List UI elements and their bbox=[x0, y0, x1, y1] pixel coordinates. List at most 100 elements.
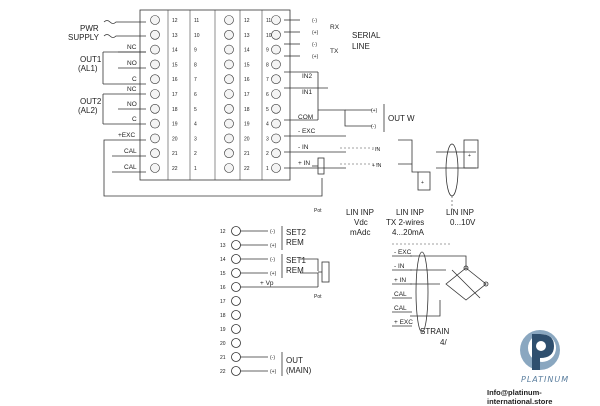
terminal-screw bbox=[271, 89, 281, 99]
lower-terminal-ring bbox=[231, 282, 241, 292]
terminal-number: 2 bbox=[266, 151, 269, 157]
terminal-number: 22 bbox=[244, 166, 250, 172]
terminal-screw bbox=[224, 104, 234, 114]
terminal-number: 18 bbox=[172, 107, 178, 113]
terminal-number: 17 bbox=[244, 92, 250, 98]
terminal-screw bbox=[150, 59, 160, 70]
terminal-screw bbox=[271, 59, 281, 70]
lower-terminal-number: 19 bbox=[220, 327, 226, 333]
terminal-screw bbox=[150, 29, 160, 40]
terminal-number: 8 bbox=[194, 62, 197, 68]
pot-label-bottom: Pot bbox=[314, 294, 322, 300]
terminal-number: 20 bbox=[244, 136, 250, 142]
svg-text:(-): (-) bbox=[371, 124, 376, 130]
pot-label-top: Pot bbox=[314, 208, 322, 214]
svg-text:(-): (-) bbox=[270, 355, 275, 361]
tx-plus: (+) bbox=[312, 54, 319, 60]
rem2-label: REM bbox=[286, 238, 304, 247]
terminal-screw bbox=[150, 44, 160, 55]
input-type-labels: LIN INP Vdc mAdc LIN INP TX 2-wires 4...… bbox=[346, 208, 476, 237]
strain-terminal-label: CAL bbox=[394, 305, 407, 312]
al1-label: (AL1) bbox=[78, 64, 98, 73]
out1-label: OUT1 bbox=[80, 55, 102, 64]
terminal-screw bbox=[224, 118, 234, 129]
no2-label: NO bbox=[127, 101, 137, 108]
cal1-label: CAL bbox=[124, 148, 137, 155]
left-wiring: PWR SUPPLY OUT1 (AL1) NC NO C OUT2 (AL2)… bbox=[68, 20, 323, 197]
lin-v-1: LIN INP bbox=[446, 208, 474, 217]
lower-terminal-ring bbox=[231, 352, 241, 362]
terminal-number: 9 bbox=[194, 48, 197, 54]
strain-terminal-label: - EXC bbox=[394, 249, 412, 256]
lin-vdc-1: LIN INP bbox=[346, 208, 374, 217]
terminal-number: 7 bbox=[194, 77, 197, 83]
terminal-number: 21 bbox=[244, 151, 250, 157]
lower-terminal-ring bbox=[231, 254, 241, 264]
serial-label: SERIAL bbox=[352, 31, 381, 40]
svg-text:+: + bbox=[468, 153, 471, 159]
right-wiring: (-) (+) RX (-) (+) TX SERIAL LINE IN2 IN… bbox=[284, 18, 479, 214]
terminal-number: 5 bbox=[194, 107, 197, 113]
strain-terminal-label: CAL bbox=[394, 291, 407, 298]
terminal-screw bbox=[224, 89, 234, 99]
svg-text:- IN: - IN bbox=[372, 147, 380, 153]
terminal-number: 16 bbox=[244, 77, 250, 83]
terminal-screw bbox=[150, 148, 160, 158]
lin-tx-3: 4...20mA bbox=[392, 228, 425, 237]
tx-label: TX bbox=[330, 48, 339, 55]
terminal-screw bbox=[150, 118, 160, 129]
c2-label: C bbox=[132, 116, 137, 123]
terminal-number: 10 bbox=[266, 33, 272, 39]
terminal-number: 3 bbox=[266, 136, 269, 142]
terminal-screw bbox=[271, 44, 281, 55]
lin-vdc-3: mAdc bbox=[350, 228, 370, 237]
terminal-screw bbox=[150, 104, 160, 114]
svg-text:(-): (-) bbox=[270, 229, 275, 235]
terminal-number: 13 bbox=[244, 33, 250, 39]
terminal-number: 4 bbox=[194, 122, 197, 128]
lower-terminal-number: 22 bbox=[220, 369, 226, 375]
svg-text:+: + bbox=[421, 180, 424, 186]
lower-terminal-ring bbox=[231, 366, 241, 376]
svg-text:(+): (+) bbox=[371, 108, 378, 114]
terminal-screw bbox=[271, 163, 281, 173]
svg-text:(-): (-) bbox=[270, 257, 275, 263]
terminal-screw bbox=[224, 29, 234, 40]
rx-plus: (+) bbox=[312, 30, 319, 36]
terminal-screw bbox=[271, 29, 281, 40]
in2-label: IN2 bbox=[302, 73, 313, 80]
rx-label: RX bbox=[330, 24, 340, 31]
lower-terminal-ring bbox=[231, 338, 241, 348]
terminal-screw bbox=[224, 59, 234, 70]
terminal-screw bbox=[271, 74, 281, 84]
rx-minus: (-) bbox=[312, 18, 317, 24]
c1-label: C bbox=[132, 76, 137, 83]
cal2-label: CAL bbox=[124, 164, 137, 171]
terminal-screw bbox=[150, 163, 160, 173]
terminal-number: 10 bbox=[194, 33, 200, 39]
terminal-number: 7 bbox=[266, 77, 269, 83]
brand-url: Info@platinum-international.store bbox=[487, 388, 553, 406]
lower-terminal-number: 21 bbox=[220, 355, 226, 361]
lower-terminal-ring bbox=[231, 226, 241, 236]
strain-terminal-label: + EXC bbox=[394, 319, 413, 326]
platinum-logo bbox=[520, 330, 560, 370]
main-label: (MAIN) bbox=[286, 366, 312, 375]
svg-text:(+): (+) bbox=[270, 369, 277, 375]
terminal-screw bbox=[224, 74, 234, 84]
terminal-number: 3 bbox=[194, 136, 197, 142]
set1-label: SET1 bbox=[286, 256, 307, 265]
terminal-number: 12 bbox=[172, 18, 178, 24]
in1-label: IN1 bbox=[302, 89, 313, 96]
nc2-label: NC bbox=[127, 86, 137, 93]
lower-terminal-ring bbox=[231, 296, 241, 306]
lin-v-2: 0...10V bbox=[450, 218, 476, 227]
strain-title: STRAIN bbox=[420, 327, 450, 336]
lower-terminal-ring bbox=[231, 240, 241, 250]
terminal-number: 8 bbox=[266, 62, 269, 68]
lower-terminal-number: 17 bbox=[220, 299, 226, 305]
in-minus-label: - IN bbox=[298, 144, 309, 151]
